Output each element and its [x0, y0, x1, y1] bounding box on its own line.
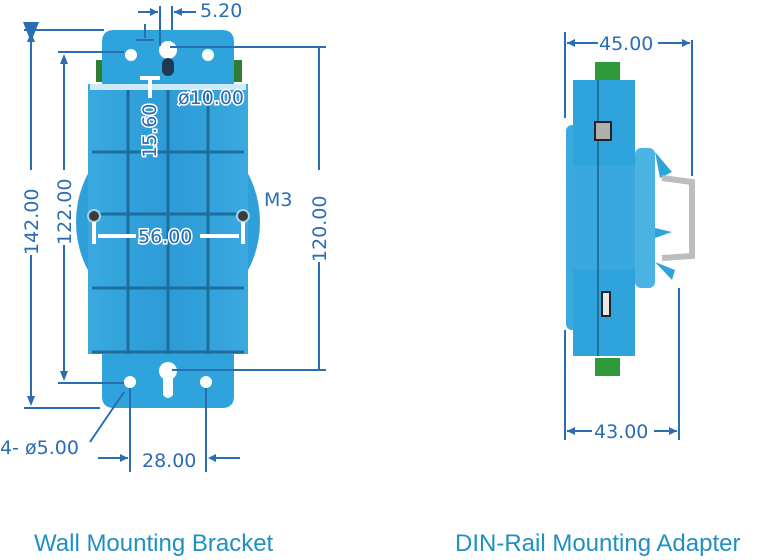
dim-screw-thread: M3 — [264, 189, 292, 211]
clip-body — [635, 148, 655, 288]
bracket-ribs — [92, 90, 244, 354]
din-rail — [661, 175, 695, 261]
top-hole-left — [125, 49, 137, 61]
dim-mounting-holes: 4- ø5.00 — [0, 437, 79, 459]
dim-top-depth: 45.00 — [599, 33, 653, 55]
dim-screw-spacing: 56.00 — [138, 226, 192, 248]
body-highlight — [90, 84, 246, 90]
adjust-screw — [594, 121, 612, 141]
terminal-right — [234, 60, 242, 82]
top-hole-right — [202, 49, 214, 61]
bottom-hole-left — [124, 376, 136, 388]
screw-right — [236, 209, 250, 223]
dim-bottom-depth: 43.00 — [594, 421, 648, 443]
switch-window — [601, 291, 611, 317]
terminal-top — [595, 62, 620, 80]
dim-hole-spacing-vertical: 122.00 — [54, 179, 76, 245]
din-adapter-drawing — [566, 62, 695, 376]
adapter-mid-block — [573, 165, 635, 275]
caption-din-rail-mounting-adapter: DIN-Rail Mounting Adapter — [455, 530, 741, 557]
caption-wall-mounting-bracket: Wall Mounting Bracket — [34, 530, 274, 557]
top-hole-center — [159, 41, 177, 59]
wall-bracket-dimensions — [23, 6, 326, 472]
bottom-hole-right — [200, 376, 212, 388]
dim-slot-to-slot-height: 120.00 — [309, 196, 331, 262]
dim-hole-spacing-horizontal: 28.00 — [142, 450, 196, 472]
terminal-left — [96, 60, 104, 82]
wall-bracket-drawing — [76, 30, 260, 408]
dim-overall-height: 142.00 — [21, 189, 43, 255]
dim-slot-width: 5.20 — [200, 0, 242, 22]
top-slot — [162, 58, 174, 76]
dim-slot-offset: 15.60 — [139, 104, 161, 158]
dim-hole-diameter: ø10.00 — [178, 87, 244, 109]
terminal-bottom — [595, 358, 620, 376]
screw-left — [87, 209, 101, 223]
din-adapter-dimensions — [564, 32, 693, 440]
